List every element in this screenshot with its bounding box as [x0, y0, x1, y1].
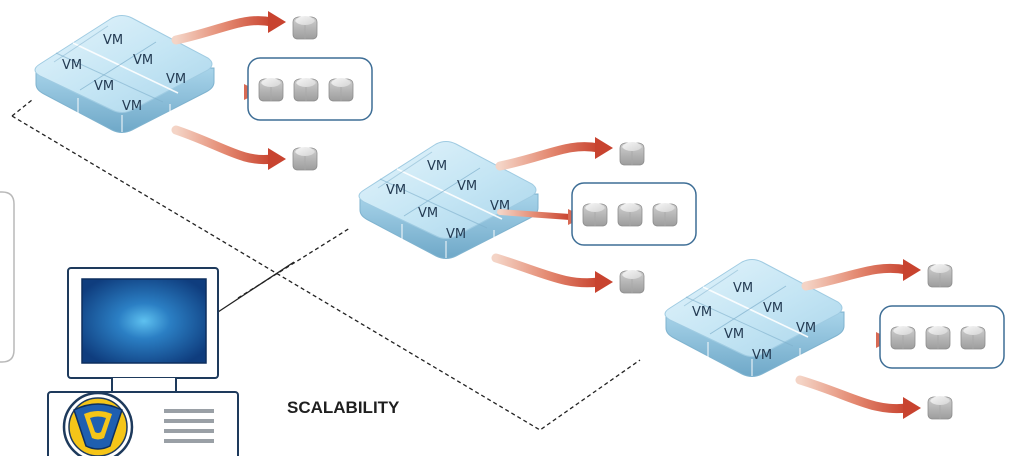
cube-icon — [292, 15, 318, 40]
network-link-dashed — [11, 99, 33, 117]
diagram-caption: SCALABILITY — [287, 398, 400, 417]
cube-icon — [652, 202, 678, 227]
cube-icon — [927, 263, 953, 288]
cube-icon — [582, 202, 608, 227]
arrow-head — [903, 397, 921, 419]
arrow-icon — [171, 16, 277, 45]
cube-icon — [293, 77, 319, 102]
cube-icon — [292, 146, 318, 171]
server-3-vm-labels: VM VM VM VM VM VM — [692, 281, 816, 363]
vm-label: VM — [724, 327, 744, 342]
vm-label: VM — [166, 72, 186, 87]
vm-label: VM — [122, 99, 142, 114]
workstation-icon — [47, 267, 239, 456]
arrow-icon — [795, 375, 912, 414]
logo-emblem-icon — [62, 391, 134, 456]
partial-panel-border — [0, 191, 15, 363]
cube-icon — [617, 202, 643, 227]
vm-label: VM — [94, 79, 114, 94]
cube-icon — [960, 325, 986, 350]
cube-icon — [619, 141, 645, 166]
vm-label: VM — [427, 159, 447, 174]
arrow-icon — [491, 253, 604, 288]
arrow-head — [268, 148, 286, 170]
vm-label: VM — [62, 58, 82, 73]
server-1-vm-labels: VM VM VM VM VM VM — [62, 33, 186, 114]
arrow-icon — [497, 209, 573, 220]
server-2-vm-labels: VM VM VM VM VM VM — [386, 159, 510, 242]
arrow-head — [903, 259, 921, 281]
arrow-icon — [171, 125, 277, 165]
cube-icon — [619, 269, 645, 294]
cube-icon — [925, 325, 951, 350]
monitor-screen — [81, 278, 207, 364]
network-link-dashed — [11, 115, 641, 431]
vm-label: VM — [733, 281, 753, 296]
arrow-head — [268, 11, 286, 33]
arrow-head — [595, 137, 613, 159]
server-outputs — [171, 11, 1005, 420]
vm-label: VM — [692, 305, 712, 320]
cube-icon — [328, 77, 354, 102]
workstation-link — [217, 261, 295, 313]
cube-icon — [890, 325, 916, 350]
vm-label: VM — [763, 301, 783, 316]
cube-icon — [927, 395, 953, 420]
vm-label: VM — [752, 348, 772, 363]
vm-label: VM — [418, 206, 438, 221]
arrow-icon — [495, 142, 604, 171]
vm-label: VM — [103, 33, 123, 48]
vm-label: VM — [386, 183, 406, 198]
vm-label: VM — [133, 53, 153, 68]
arrow-head — [595, 271, 613, 293]
arrow-icon — [801, 263, 912, 291]
vm-label: VM — [457, 179, 477, 194]
cube-icon — [258, 77, 284, 102]
vm-label: VM — [796, 321, 816, 336]
vm-label: VM — [446, 227, 466, 242]
